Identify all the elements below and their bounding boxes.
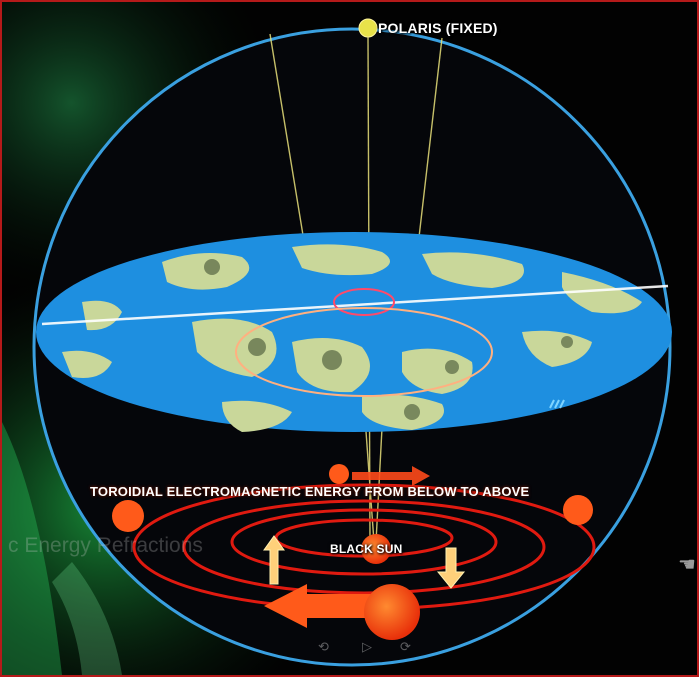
sun-sphere [364, 584, 420, 640]
flow-arrow-top [352, 466, 430, 486]
outer-orbit-ring [235, 307, 493, 397]
aurora-streak-2 [52, 562, 122, 675]
video-overlay-caption: c Energy Refractions [8, 534, 203, 557]
disc-marks [549, 399, 565, 409]
arrow-up-icon [263, 535, 285, 585]
toroidal-energy-label: TOROIDIAL ELECTROMAGNETIC ENERGY FROM BE… [90, 484, 530, 499]
horizon-line [41, 284, 669, 326]
rewind-icon[interactable]: ⟲ [318, 640, 329, 655]
polaris-label: POLARIS (FIXED) [378, 20, 498, 36]
land-shading [204, 259, 573, 420]
black-sun-label: BLACK SUN [330, 542, 403, 556]
flow-arrow-left [264, 584, 374, 628]
black-sun [361, 534, 391, 564]
hand-cursor-icon: ☚ [678, 552, 696, 576]
aurora-streak [2, 422, 62, 675]
orbit-ball-right [563, 495, 593, 525]
orbit-ball-top [329, 464, 349, 484]
forward-icon[interactable]: ⟳ [400, 640, 411, 655]
polaris-star [358, 18, 378, 38]
orbit-ball-left [112, 500, 144, 532]
arrow-down-icon [436, 547, 466, 589]
play-icon[interactable]: ▷ [362, 640, 372, 655]
inner-orbit-ring [333, 288, 395, 316]
